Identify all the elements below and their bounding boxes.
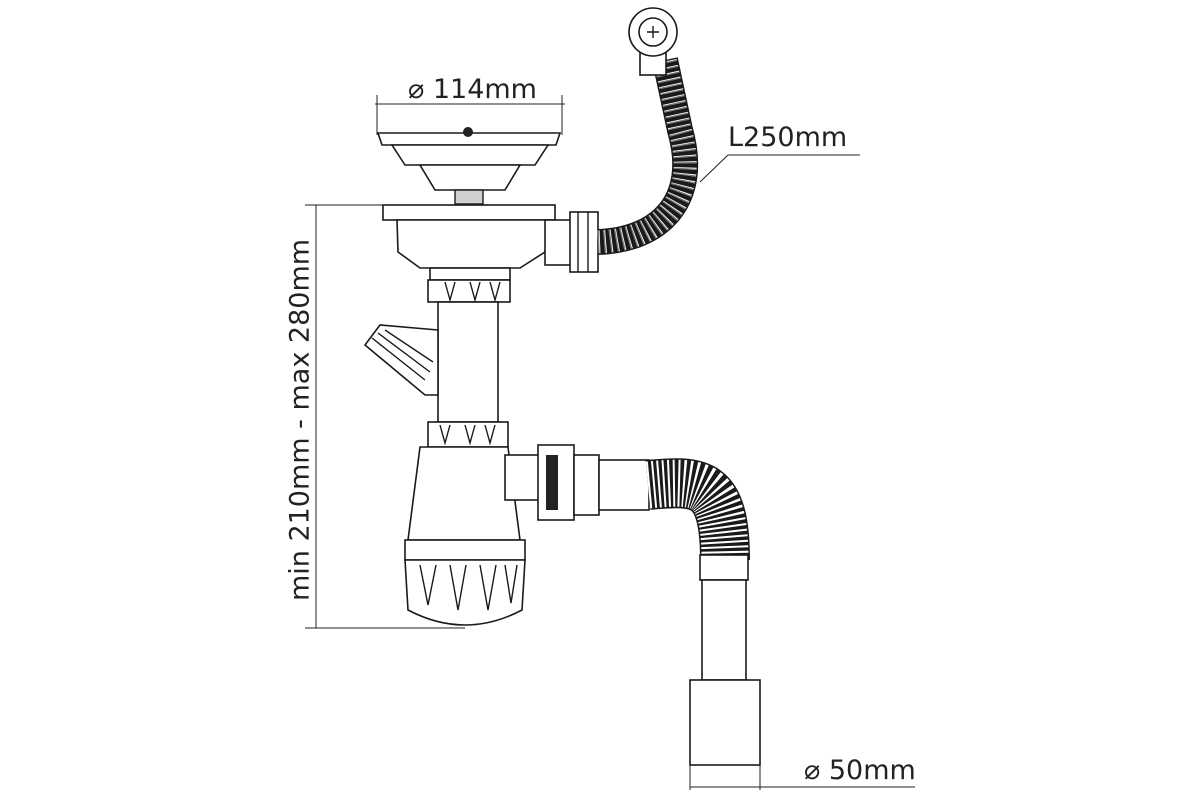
dimension-height bbox=[305, 204, 465, 629]
hose-length-label: L250mm bbox=[728, 122, 848, 153]
bottle-trap bbox=[404, 444, 575, 626]
overflow-hose bbox=[597, 7, 699, 255]
dimension-114 bbox=[375, 95, 565, 135]
dimension-hose-length bbox=[699, 154, 860, 183]
strainer-diameter-label: ⌀ 114mm bbox=[408, 74, 537, 105]
height-range-label: min 210mm - max 280mm bbox=[284, 238, 316, 602]
dimension-50 bbox=[689, 765, 915, 790]
drain-body bbox=[382, 204, 599, 281]
strainer-basket bbox=[376, 127, 562, 205]
tail-pipe bbox=[363, 279, 511, 448]
outlet-hose bbox=[573, 454, 761, 766]
outlet-diameter-label: ⌀ 50mm bbox=[804, 755, 916, 786]
